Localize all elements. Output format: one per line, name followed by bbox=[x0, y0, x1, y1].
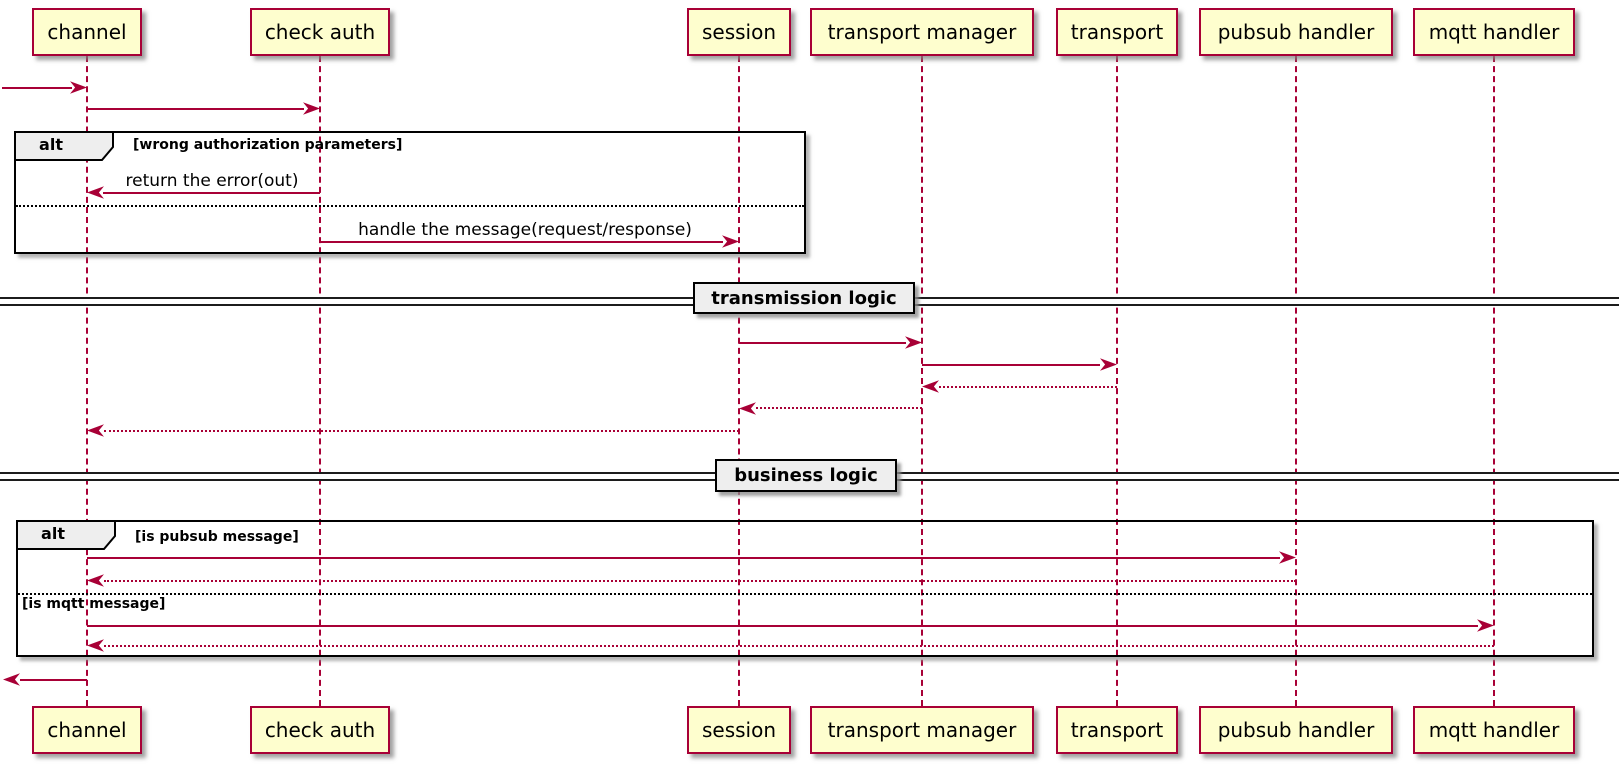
guard-is-mqtt-message: [is mqtt message] bbox=[22, 596, 166, 612]
participant-bottom-channel: channel bbox=[32, 706, 142, 754]
alt-frame-message-type-label: alt bbox=[41, 524, 65, 543]
participant-bottom-session: session bbox=[687, 706, 791, 754]
lifeline-transport-manager bbox=[921, 56, 923, 706]
message-arrow-channel-to-pubsub-handler bbox=[87, 557, 1280, 559]
participant-top-pubsub-handler: pubsub handler bbox=[1199, 8, 1393, 56]
participant-top-transport-manager: transport manager bbox=[810, 8, 1034, 56]
message-arrow-transport-manager-to-session bbox=[756, 407, 922, 409]
lifeline-channel bbox=[86, 56, 88, 706]
alt-frame-authorization-label: alt bbox=[39, 135, 63, 154]
arrowhead-transport-to-transport-manager bbox=[922, 380, 939, 393]
participant-top-check-auth: check auth bbox=[250, 8, 390, 56]
arrowhead-session-to-channel bbox=[87, 424, 104, 437]
message-arrow-session-to-transport-manager bbox=[739, 342, 906, 344]
message-label-handle-message: handle the message(request/response) bbox=[358, 220, 692, 240]
message-arrow-transport-manager-to-transport bbox=[922, 364, 1100, 366]
lifeline-transport bbox=[1116, 56, 1118, 706]
participant-bottom-transport: transport bbox=[1056, 706, 1178, 754]
message-arrow-channel-to-check-auth bbox=[87, 108, 304, 110]
message-arrow-check-auth-to-channel bbox=[103, 192, 320, 194]
participant-bottom-pubsub-handler: pubsub handler bbox=[1199, 706, 1393, 754]
message-arrow-session-to-channel bbox=[104, 430, 739, 432]
message-arrow-transport-to-transport-manager bbox=[939, 386, 1117, 388]
lifeline-session bbox=[738, 56, 740, 706]
alt-frame-message-type-tab bbox=[17, 521, 116, 550]
alt-frame-message-type-separator bbox=[18, 593, 1592, 595]
participant-bottom-mqtt-handler: mqtt handler bbox=[1413, 706, 1575, 754]
alt-frame-authorization-tab bbox=[15, 132, 114, 161]
participant-top-session: session bbox=[687, 8, 791, 56]
message-arrow-channel-to-mqtt-handler bbox=[87, 625, 1478, 627]
participant-top-transport: transport bbox=[1056, 8, 1178, 56]
participant-top-channel: channel bbox=[32, 8, 142, 56]
divider-business-logic-label: business logic bbox=[715, 459, 897, 492]
divider-transmission-logic-label: transmission logic bbox=[693, 282, 915, 314]
arrowhead-channel-to-out bbox=[3, 673, 20, 686]
arrowhead-transport-manager-to-session bbox=[739, 402, 756, 415]
message-arrow-mqtt-handler-to-channel bbox=[104, 645, 1494, 647]
lifeline-pubsub-handler bbox=[1295, 56, 1297, 706]
message-arrow-pubsub-handler-to-channel bbox=[104, 580, 1296, 582]
alt-frame-authorization-separator bbox=[16, 205, 804, 207]
arrowhead-session-to-transport-manager bbox=[905, 336, 922, 349]
guard-wrong-authorization: [wrong authorization parameters] bbox=[133, 137, 403, 153]
message-arrow-in-to-channel bbox=[2, 87, 72, 89]
arrowhead-in-to-channel bbox=[70, 81, 87, 94]
lifeline-check-auth bbox=[319, 56, 321, 706]
lifeline-mqtt-handler bbox=[1493, 56, 1495, 706]
message-label-return-error: return the error(out) bbox=[125, 171, 299, 191]
message-arrow-channel-to-out bbox=[20, 679, 87, 681]
participant-bottom-transport-manager: transport manager bbox=[810, 706, 1034, 754]
alt-frame-message-type bbox=[16, 520, 1594, 657]
guard-is-pubsub-message: [is pubsub message] bbox=[135, 529, 299, 545]
participant-bottom-check-auth: check auth bbox=[250, 706, 390, 754]
arrowhead-channel-to-check-auth bbox=[303, 102, 320, 115]
arrowhead-transport-manager-to-transport bbox=[1100, 358, 1117, 371]
message-arrow-check-auth-to-session bbox=[320, 241, 723, 243]
alt-frame-authorization bbox=[14, 131, 806, 254]
participant-top-mqtt-handler: mqtt handler bbox=[1413, 8, 1575, 56]
